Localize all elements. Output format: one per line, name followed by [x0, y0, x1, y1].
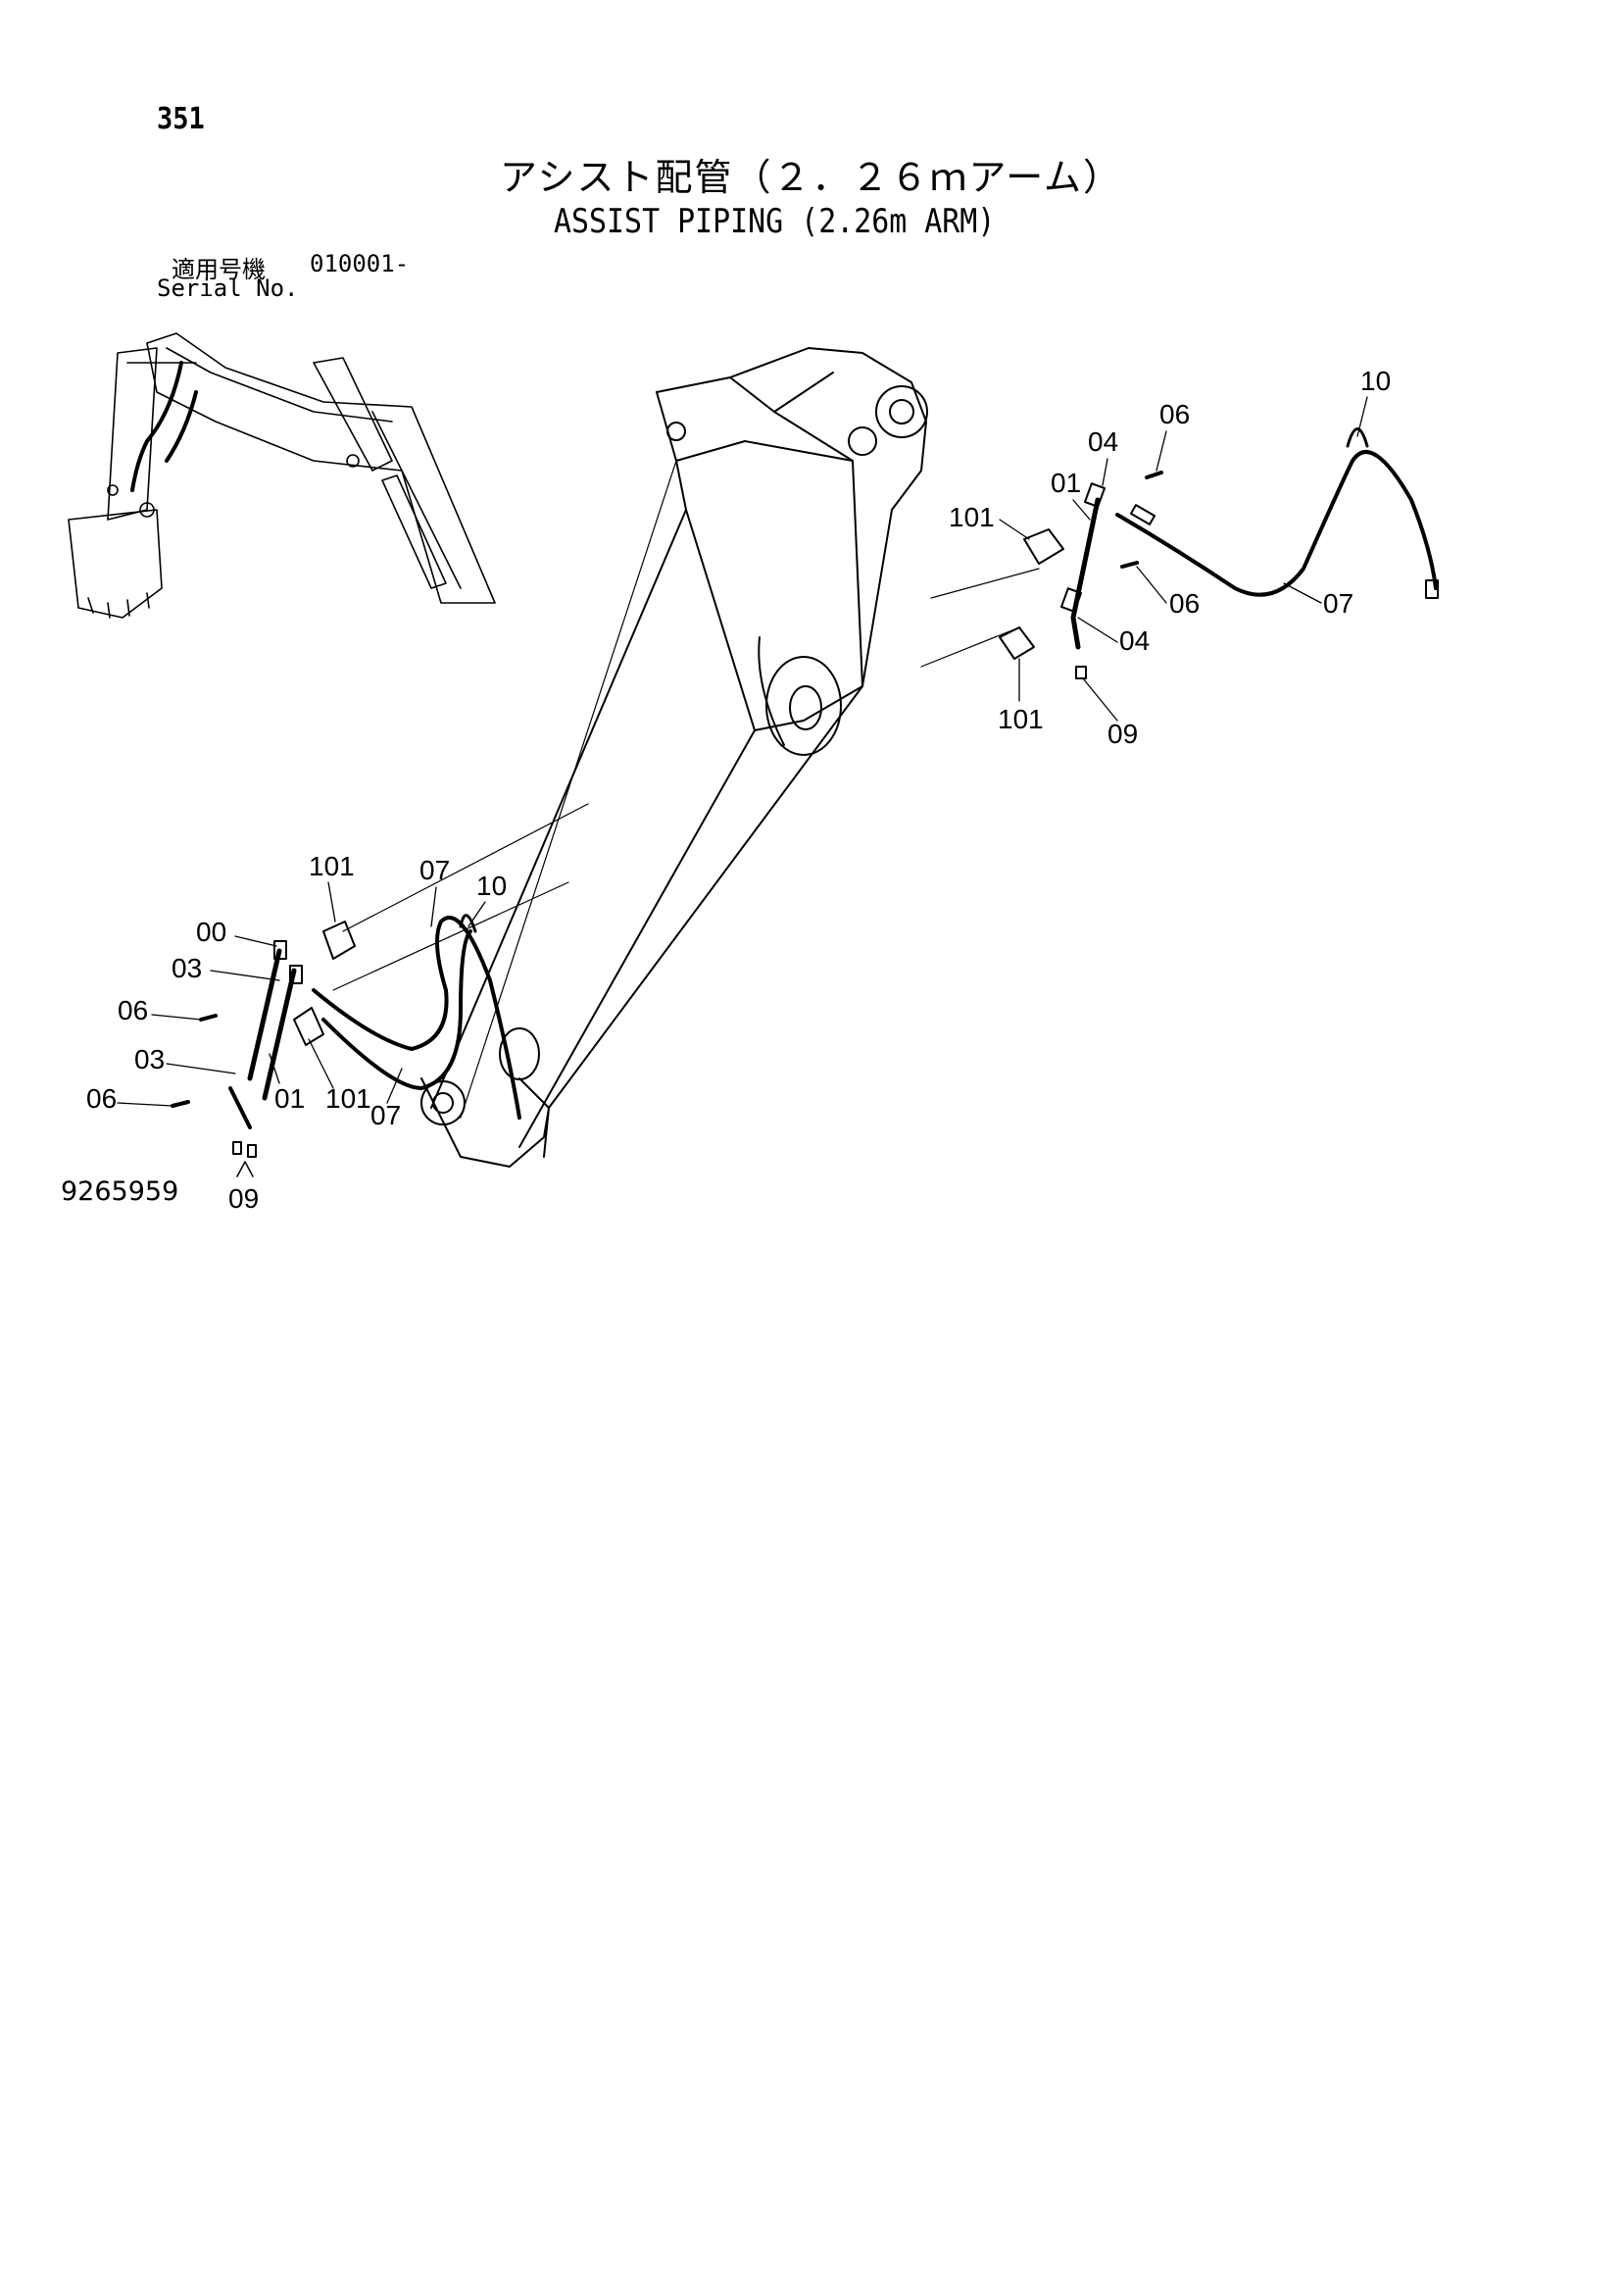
callout-101-left: 101 [309, 851, 355, 881]
callout-01-left: 01 [274, 1083, 305, 1114]
callout-09-left: 09 [228, 1183, 259, 1214]
figure-number: 9265959 [61, 1176, 179, 1207]
serial-number-range: 010001- [310, 250, 410, 277]
callout-101-right: 101 [998, 704, 1044, 734]
callout-03-b: 03 [134, 1044, 165, 1074]
callout-03-a: 03 [172, 953, 202, 983]
callout-101-left-b: 101 [325, 1083, 371, 1114]
callout-04-right: 04 [1119, 625, 1150, 656]
callout-10-top: 10 [1360, 366, 1391, 396]
callout-09-right: 09 [1107, 719, 1138, 749]
callout-leaders [117, 396, 1368, 1107]
serial-label-japanese: 適用号機 [172, 256, 266, 283]
left-piping-assembly [171, 914, 521, 1177]
callout-07-left-top: 07 [419, 855, 450, 885]
callout-101-top: 101 [949, 502, 995, 532]
callout-06-left-b: 06 [86, 1083, 117, 1114]
assembly-leader-lines [332, 460, 1040, 1119]
callout-10-left: 10 [476, 871, 507, 901]
callout-00: 00 [196, 917, 226, 947]
callout-01-top: 01 [1051, 468, 1081, 498]
right-piping-assembly [999, 427, 1439, 679]
callout-06-right: 06 [1169, 588, 1200, 619]
serial-label-english: Serial No. [157, 275, 299, 302]
callout-labels: 10 06 04 01 101 06 07 04 101 09 101 07 1… [86, 366, 1391, 1214]
title-english: ASSIST PIPING (2.26m ARM) [554, 202, 996, 241]
callout-06-top: 06 [1159, 399, 1190, 429]
excavator-thumbnail [68, 332, 496, 619]
callout-07-right: 07 [1323, 588, 1353, 619]
callout-06-left-a: 06 [118, 995, 148, 1025]
page-number: 351 [157, 102, 205, 136]
callout-04-top: 04 [1088, 426, 1118, 457]
callout-07-left-bottom: 07 [370, 1100, 401, 1130]
assist-piping-diagram: 10 06 04 01 101 06 07 04 101 09 101 07 1… [68, 332, 1439, 1214]
title-japanese: アシスト配管（２．２６ｍアーム） [500, 156, 1123, 199]
arm-structure [420, 347, 928, 1168]
